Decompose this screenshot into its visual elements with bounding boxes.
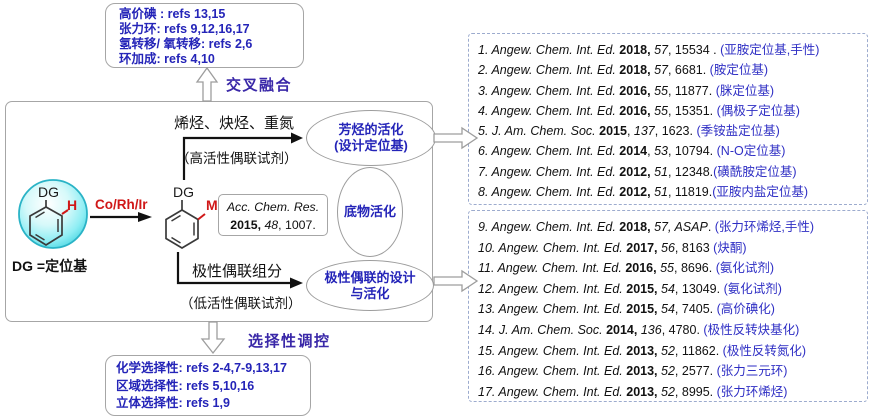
- reference-item: 13. Angew. Chem. Int. Ed. 2015, 54, 7405…: [478, 302, 775, 317]
- reference-item: 1. Angew. Chem. Int. Ed. 2018, 57, 15534…: [478, 43, 820, 57]
- dg-definition: DG =定位基: [12, 258, 88, 274]
- text-line: 张力环: refs 9,12,16,17: [119, 22, 250, 36]
- acc-page: , 1007.: [278, 218, 316, 232]
- polar-coupling-ellipse: 极性偶联的设计 与活化: [306, 260, 434, 311]
- text-line: 区域选择性: refs 5,10,16: [116, 378, 255, 393]
- h-label: H: [67, 197, 78, 213]
- reference-item: 17. Angew. Chem. Int. Ed. 2013, 52, 8995…: [478, 384, 788, 399]
- acc-chem-res-box: Acc. Chem. Res. 2015, 48, 1007.: [218, 194, 328, 236]
- text-line: 立体选择性: refs 1,9: [116, 396, 230, 410]
- acc-year: 2015,: [230, 218, 262, 232]
- reference-item: 11. Angew. Chem. Int. Ed. 2016, 55, 8696…: [478, 261, 775, 276]
- arene-activation-line2: (设计定位基): [334, 138, 408, 153]
- catalyst-label: Co/Rh/Ir: [95, 197, 148, 212]
- text-line: 高价碘 : refs 13,15: [119, 7, 226, 21]
- bottom-route-label: 极性偶联组分: [192, 263, 283, 280]
- substrate-activation-ellipse: 底物活化: [337, 167, 403, 257]
- arene-activation-line1: 芳烃的活化: [338, 122, 404, 137]
- text-line: 化学选择性: refs 2-4,7-9,13,17: [116, 361, 287, 375]
- selectivity-control-label: 选择性调控: [248, 333, 331, 350]
- acc-journal: Acc. Chem. Res.: [226, 200, 320, 214]
- top-route-sublabel: （高活性偶联试剂）: [176, 151, 298, 166]
- bottom-route-sublabel: （低活性偶联试剂）: [180, 296, 302, 311]
- dg-label-product: DG: [173, 184, 194, 200]
- reference-item: 14. J. Am. Chem. Soc. 2014, 136, 4780. (…: [478, 322, 800, 337]
- reference-item: 2. Angew. Chem. Int. Ed. 2018, 57, 6681.…: [478, 63, 768, 78]
- reference-item: 7. Angew. Chem. Int. Ed. 2012, 51, 12348…: [478, 164, 797, 179]
- reference-item: 6. Angew. Chem. Int. Ed. 2014, 53, 10794…: [478, 144, 786, 159]
- reference-item: 8. Angew. Chem. Int. Ed. 2012, 51, 11819…: [478, 185, 809, 200]
- reference-item: 16. Angew. Chem. Int. Ed. 2013, 52, 2577…: [478, 364, 788, 379]
- reference-item: 10. Angew. Chem. Int. Ed. 2017, 56, 8163…: [478, 240, 747, 255]
- arene-activation-ellipse: 芳烃的活化 (设计定位基): [306, 110, 436, 166]
- text-line: 氢转移/ 氧转移: refs 2,6: [119, 37, 253, 51]
- polar-coupling-line2: 与活化: [350, 285, 390, 301]
- acc-volume: 48: [264, 218, 279, 232]
- top-route-label: 烯烃、炔烃、重氮: [174, 115, 295, 132]
- metal-label: M: [206, 197, 218, 213]
- cross-fusion-label: 交叉融合: [226, 77, 293, 94]
- directing-group-reference-list: 1. Angew. Chem. Int. Ed. 2018, 57, 15534…: [468, 33, 868, 205]
- selectivity-refs-box: 化学选择性: refs 2-4,7-9,13,17 区域选择性: refs 5,1…: [105, 355, 311, 416]
- text-line: 环加成: refs 4,10: [119, 52, 215, 66]
- substrate-activation-label: 底物活化: [343, 204, 396, 219]
- coupling-reference-list: 9. Angew. Chem. Int. Ed. 2018, 57, ASAP.…: [468, 210, 868, 402]
- reference-item: 15. Angew. Chem. Int. Ed. 2013, 52, 1186…: [478, 343, 806, 358]
- dg-label-substrate: DG: [38, 184, 59, 200]
- selectivity-arrow: [200, 321, 226, 355]
- reference-item: 12. Angew. Chem. Int. Ed. 2015, 54, 1304…: [478, 281, 782, 296]
- reference-item: 4. Angew. Chem. Int. Ed. 2016, 55, 15351…: [478, 103, 800, 118]
- reference-item: 9. Angew. Chem. Int. Ed. 2018, 57, ASAP.…: [478, 220, 815, 234]
- polar-coupling-line1: 极性偶联的设计: [324, 269, 416, 285]
- reference-item: 3. Angew. Chem. Int. Ed. 2016, 55, 11877…: [478, 83, 775, 98]
- reference-item: 5. J. Am. Chem. Soc. 2015, 137, 1623. (季…: [478, 124, 780, 139]
- acc-citation: 2015, 48, 1007.: [219, 216, 327, 234]
- cross-fusion-arrow: [195, 66, 219, 102]
